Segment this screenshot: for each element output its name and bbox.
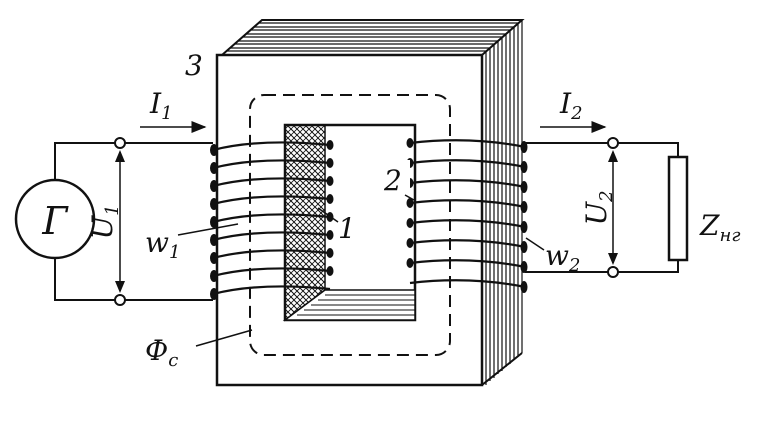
primary-terminal-bottom [114, 294, 126, 306]
secondary-circuit [525, 121, 689, 278]
secondary-winding [406, 138, 528, 293]
load-resistor [667, 155, 689, 262]
primary-voltage-label: U1 [86, 204, 123, 239]
secondary-voltage-label: U2 [580, 190, 617, 225]
secondary-current-label: I2 [559, 87, 583, 124]
core-laminations [219, 19, 525, 386]
core-number-label: 3 [185, 49, 203, 82]
labels: 3 I1 I2 U1 U2 w1 w2 1 2 Фс Zнг [86, 49, 740, 371]
leader-lines [177, 194, 545, 347]
primary-turns-label: w1 [145, 226, 180, 263]
secondary-coil-number-label: 2 [383, 164, 402, 197]
window-inner-left-wall [284, 124, 326, 322]
primary-current-label: I1 [149, 87, 173, 124]
secondary-terminal-top [607, 137, 619, 149]
generator-label: Г [41, 199, 69, 243]
primary-coil-number-label: 1 [338, 212, 356, 245]
magnetic-core [215, 19, 525, 387]
flux-label: Фс [145, 334, 178, 371]
secondary-terminal-bottom [607, 266, 619, 278]
primary-circuit [54, 121, 213, 306]
primary-terminal-top [114, 137, 126, 149]
load-label: Zнг [699, 209, 740, 246]
flux-path [249, 94, 451, 356]
primary-winding [210, 140, 334, 300]
secondary-turns-label: w2 [545, 239, 580, 276]
generator: Г [14, 178, 96, 260]
